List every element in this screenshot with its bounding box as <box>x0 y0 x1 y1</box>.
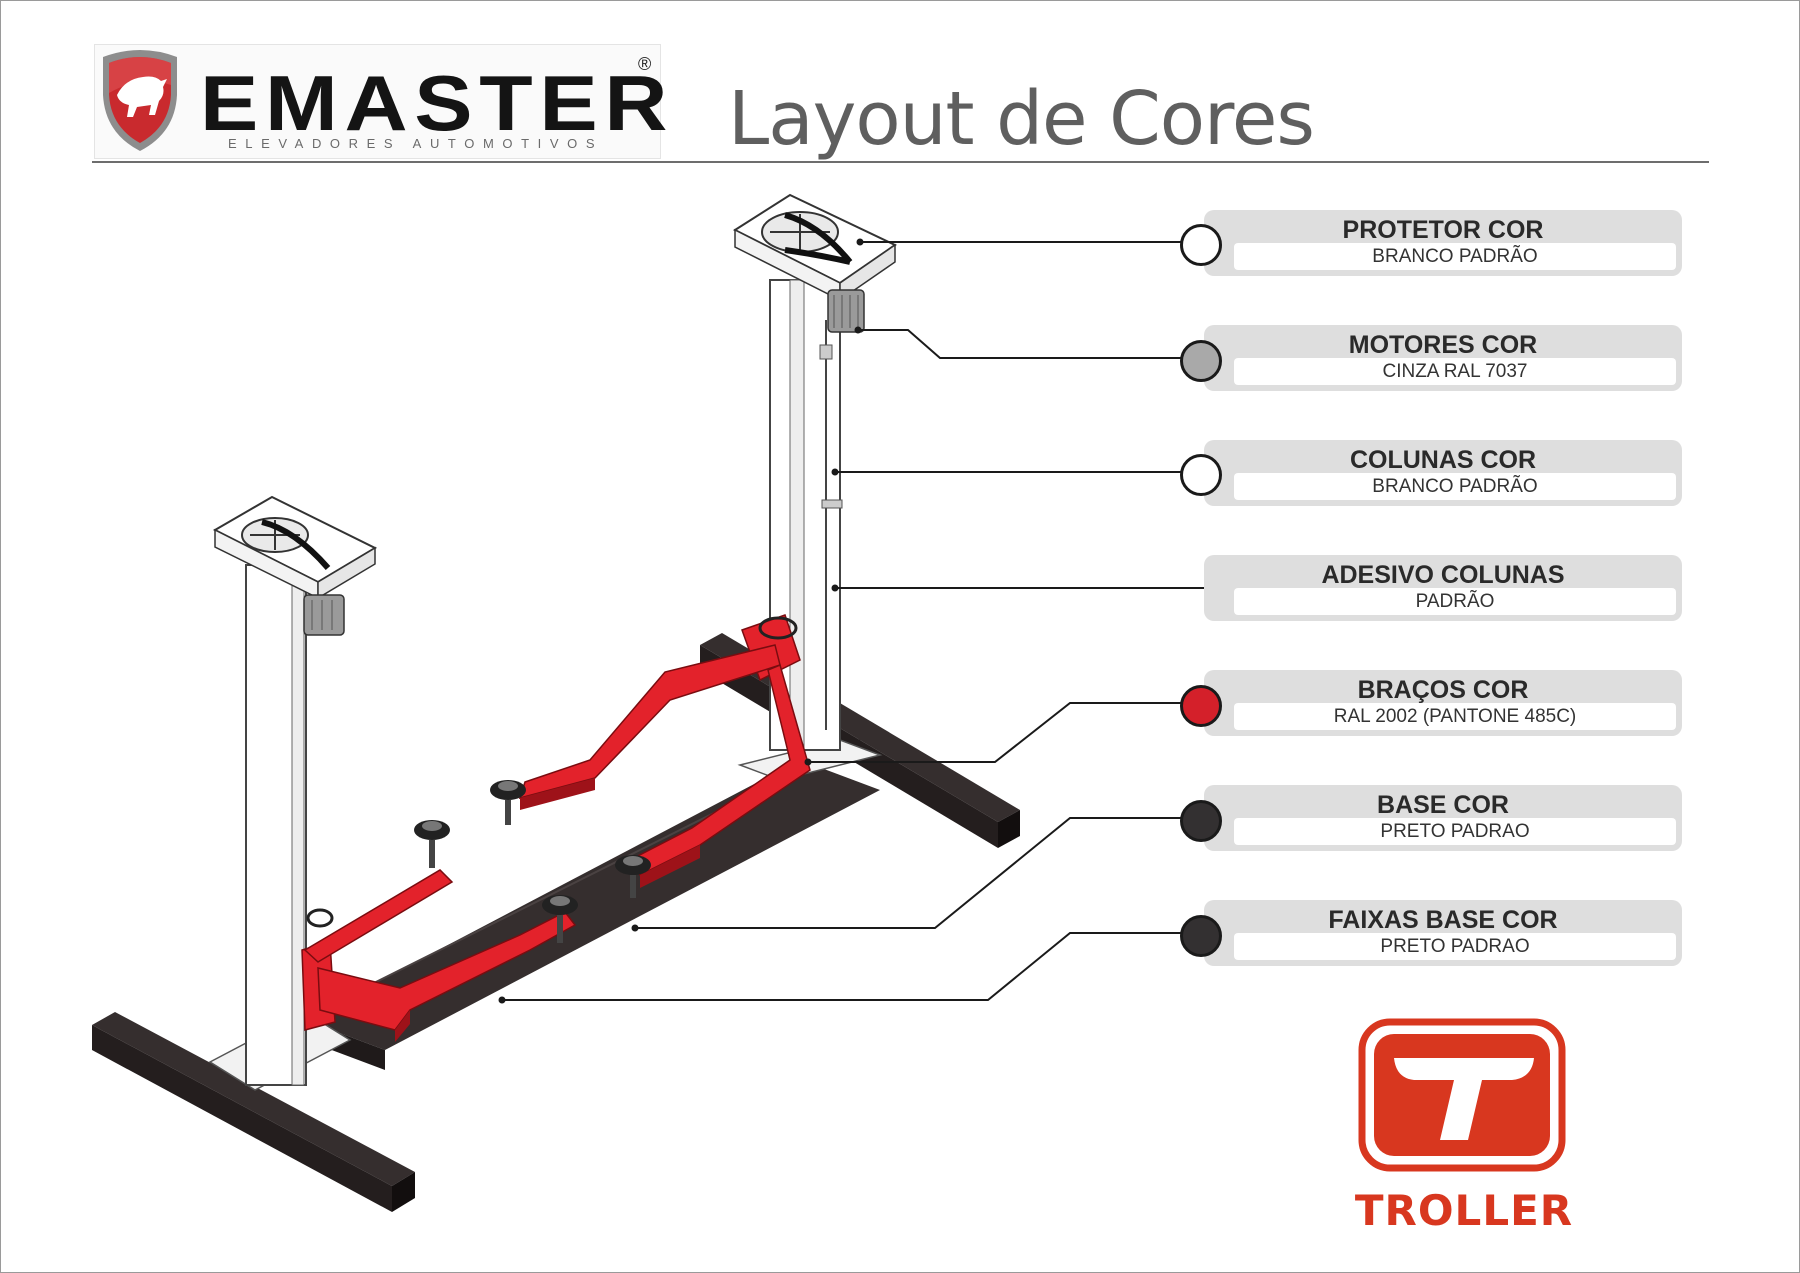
label-bracos: BRAÇOS COR RAL 2002 (PANTONE 485C) <box>1204 670 1682 736</box>
emaster-logo <box>94 44 661 159</box>
arm-pads <box>414 780 651 943</box>
left-column <box>208 564 352 1091</box>
label-adesivo: ADESIVO COLUNAS PADRÃO <box>1204 555 1682 621</box>
label-title: FAIXAS BASE COR <box>1328 906 1558 934</box>
label-value: BRANCO PADRÃO <box>1372 476 1538 497</box>
label-faixas-base: FAIXAS BASE COR PRETO PADRAO <box>1204 900 1682 966</box>
label-motores: MOTORES COR CINZA RAL 7037 <box>1204 325 1682 391</box>
swatch-bracos <box>1180 685 1222 727</box>
callout-leader-lines <box>498 238 1204 1004</box>
swatch-colunas <box>1180 454 1222 496</box>
registered-mark: ® <box>638 54 652 74</box>
label-value-box: BRANCO PADRÃO <box>1234 243 1676 270</box>
left-top-protector <box>212 495 378 600</box>
brand-tagline: ELEVADORES AUTOMOTIVOS <box>228 136 604 151</box>
label-title: BRAÇOS COR <box>1357 676 1529 704</box>
label-value: RAL 2002 (PANTONE 485C) <box>1333 706 1577 727</box>
label-title: PROTETOR COR <box>1342 216 1544 244</box>
swatch-faixas-base <box>1180 915 1222 957</box>
right-top-protector <box>732 193 897 302</box>
label-value: PADRÃO <box>1415 591 1495 612</box>
label-value: CINZA RAL 7037 <box>1382 361 1528 382</box>
label-value-box: PADRÃO <box>1234 588 1676 615</box>
header-divider <box>92 161 1709 163</box>
label-base: BASE COR PRETO PADRAO <box>1204 785 1682 851</box>
label-value-box: BRANCO PADRÃO <box>1234 473 1676 500</box>
swatch-base <box>1180 800 1222 842</box>
label-colunas: COLUNAS COR BRANCO PADRÃO <box>1204 440 1682 506</box>
emaster-shield-icon <box>103 50 177 151</box>
label-value-box: PRETO PADRAO <box>1234 818 1676 845</box>
label-title: MOTORES COR <box>1348 331 1538 359</box>
right-motor <box>827 289 865 333</box>
troller-wordmark: TROLLER <box>1354 1186 1574 1235</box>
left-motor <box>303 594 345 636</box>
brand-name: EMASTER <box>200 59 675 147</box>
label-title: ADESIVO COLUNAS <box>1321 561 1565 589</box>
label-title: COLUNAS COR <box>1349 446 1537 474</box>
label-value-box: CINZA RAL 7037 <box>1234 358 1676 385</box>
swatch-motores <box>1180 340 1222 382</box>
swatch-protetor <box>1180 224 1222 266</box>
label-value-box: RAL 2002 (PANTONE 485C) <box>1234 703 1676 730</box>
lift-arms <box>301 614 811 1042</box>
label-value-box: PRETO PADRAO <box>1234 933 1676 960</box>
label-value: PRETO PADRAO <box>1380 936 1530 957</box>
label-value: PRETO PADRAO <box>1380 821 1530 842</box>
label-protetor: PROTETOR COR BRANCO PADRÃO <box>1204 210 1682 276</box>
page-title: Layout de Cores <box>728 76 1315 162</box>
label-title: BASE COR <box>1377 791 1509 819</box>
label-value: BRANCO PADRÃO <box>1372 246 1538 267</box>
